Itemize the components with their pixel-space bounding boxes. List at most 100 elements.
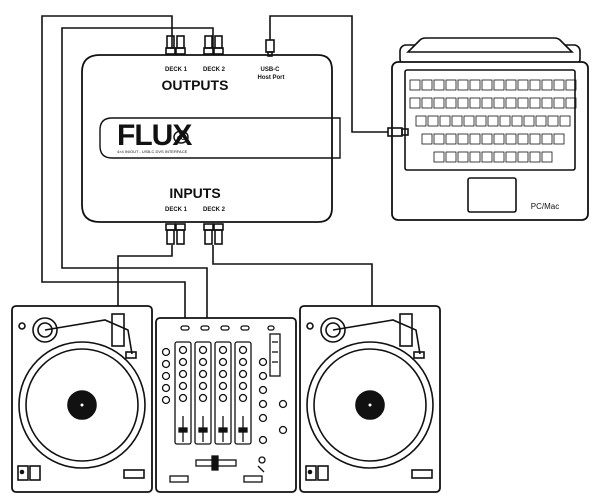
keyboard-key xyxy=(469,133,481,145)
keyboard-key xyxy=(445,133,457,145)
keyboard-key xyxy=(421,97,433,109)
interface-tagline: 4×4 IN/OUT - USB-C DVS INTERFACE xyxy=(117,149,188,154)
keyboard-key xyxy=(463,115,475,127)
keyboard-key xyxy=(517,79,529,91)
keyboard-key xyxy=(487,115,499,127)
keyboard-key xyxy=(469,151,481,163)
keyboard-key xyxy=(565,79,577,91)
output-deck1-label: DECK 1 xyxy=(165,67,188,73)
cable-in-deck1 xyxy=(117,245,173,306)
keyboard-key xyxy=(433,151,445,163)
keyboard-key xyxy=(481,97,493,109)
keyboard-key xyxy=(517,133,529,145)
keyboard-key xyxy=(559,115,571,127)
usb-plug xyxy=(387,127,409,137)
keyboard-key xyxy=(553,97,565,109)
keyboard-key xyxy=(505,79,517,91)
outputs-heading: OUTPUTS xyxy=(162,77,229,93)
input-connectors xyxy=(165,223,224,245)
keyboard-key xyxy=(505,151,517,163)
keyboard-key xyxy=(493,151,505,163)
keyboard-key xyxy=(433,133,445,145)
keyboard-key xyxy=(493,97,505,109)
crossfader xyxy=(195,455,237,471)
keyboard-key xyxy=(457,79,469,91)
keyboard-key xyxy=(457,97,469,109)
keyboard-key xyxy=(529,79,541,91)
laptop-label: PC/Mac xyxy=(531,202,559,211)
keyboard-key xyxy=(553,133,565,145)
keyboard-key xyxy=(541,151,553,163)
cable-out-deck2 xyxy=(61,27,214,318)
keyboard-key xyxy=(469,97,481,109)
input-deck1-label: DECK 1 xyxy=(165,207,188,213)
keyboard-key xyxy=(535,115,547,127)
output-connectors xyxy=(165,35,275,57)
cable-usb xyxy=(269,15,388,133)
keyboard-key xyxy=(499,115,511,127)
mixer-top-buttons xyxy=(180,325,275,331)
keyboard-key xyxy=(523,115,535,127)
rca-in-deck2 xyxy=(203,223,224,245)
keyboard-key xyxy=(517,151,529,163)
keyboard-key xyxy=(451,115,463,127)
keyboard-key xyxy=(433,79,445,91)
mixer-knobs xyxy=(161,345,288,445)
keyboard-key xyxy=(445,97,457,109)
keyboard-key xyxy=(529,97,541,109)
mixer-channels xyxy=(174,341,252,445)
inputs-heading: INPUTS xyxy=(169,185,220,201)
keyboard-key xyxy=(493,133,505,145)
keyboard-key xyxy=(457,133,469,145)
keyboard-key xyxy=(469,79,481,91)
keyboard-key xyxy=(517,97,529,109)
keyboard-key xyxy=(493,79,505,91)
rca-out-deck1 xyxy=(165,35,186,55)
keyboard-key xyxy=(553,79,565,91)
keyboard-key xyxy=(415,115,427,127)
cable-out-deck1 xyxy=(41,15,186,318)
input-deck2-label: DECK 2 xyxy=(203,207,226,213)
keyboard-key xyxy=(511,115,523,127)
keyboard-key xyxy=(445,79,457,91)
keyboard-key xyxy=(541,133,553,145)
keyboard-key xyxy=(445,151,457,163)
keyboard-key xyxy=(505,133,517,145)
keyboard-key xyxy=(421,79,433,91)
brand-logo: FLUX xyxy=(117,119,192,152)
keyboard-key xyxy=(541,79,553,91)
laptop xyxy=(387,37,589,221)
usb-c-connector xyxy=(265,39,275,57)
usb-c-label: USB-C xyxy=(261,67,281,73)
keyboard-key xyxy=(541,97,553,109)
keyboard-key xyxy=(421,133,433,145)
keyboard-key xyxy=(529,133,541,145)
keyboard-key xyxy=(457,151,469,163)
keyboard-key xyxy=(529,151,541,163)
keyboard-key xyxy=(565,97,577,109)
keyboard-key xyxy=(481,79,493,91)
brand-logo-suffix: co xyxy=(177,135,185,142)
cables xyxy=(41,15,388,318)
channel-faders xyxy=(178,416,248,442)
keyboard-key xyxy=(475,115,487,127)
keyboard-key xyxy=(481,151,493,163)
keyboard-key xyxy=(409,79,421,91)
keyboard-key xyxy=(481,133,493,145)
keyboard-key xyxy=(409,97,421,109)
keyboard-key xyxy=(439,115,451,127)
right-turntable xyxy=(299,305,441,493)
rca-out-deck2 xyxy=(203,35,224,55)
audio-interface xyxy=(81,54,341,223)
left-turntable xyxy=(11,305,153,493)
keyboard-key xyxy=(547,115,559,127)
level-meter xyxy=(269,333,281,377)
cable-in-deck2 xyxy=(212,245,373,306)
output-deck2-label: DECK 2 xyxy=(203,67,226,73)
keyboard-key xyxy=(505,97,517,109)
laptop-keyboard xyxy=(409,79,577,163)
mixer xyxy=(155,317,297,493)
keyboard-key xyxy=(427,115,439,127)
host-port-label: Host Port xyxy=(258,75,285,81)
